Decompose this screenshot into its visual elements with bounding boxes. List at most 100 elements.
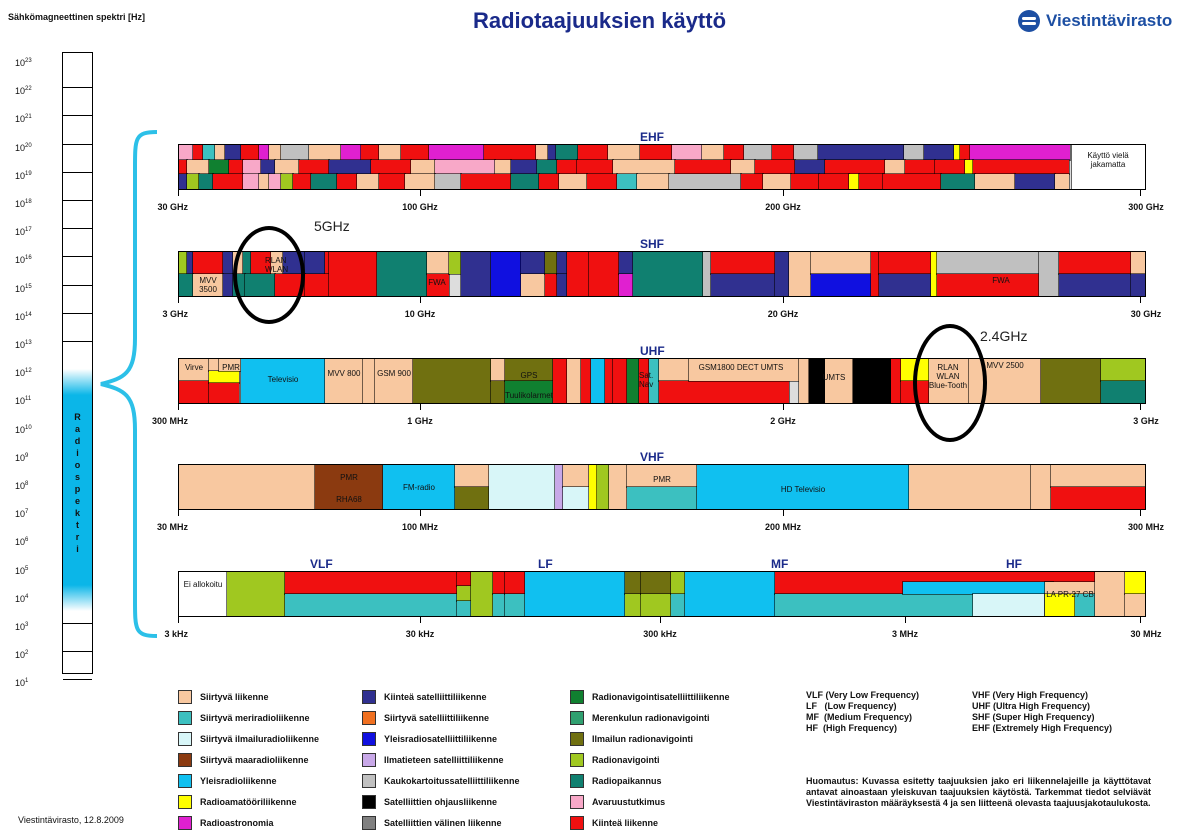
allocation-segment xyxy=(536,159,558,175)
allocation-segment xyxy=(1130,252,1145,275)
allocation-segment xyxy=(212,173,244,189)
column-divider xyxy=(63,341,92,342)
power-label: 1023 xyxy=(15,58,32,68)
allocation-segment xyxy=(492,593,506,616)
power-label: 1022 xyxy=(15,86,32,97)
allocation-segment xyxy=(648,359,660,403)
allocation-segment xyxy=(460,173,512,189)
axis-tick xyxy=(420,404,421,410)
allocation-segment xyxy=(547,145,557,161)
legend-label: Siirtyvä satelliittiliikenne xyxy=(384,713,490,723)
allocation-segment xyxy=(632,252,704,296)
allocation-segment xyxy=(974,173,1016,189)
allocation-segment xyxy=(492,572,506,595)
power-label: 105 xyxy=(15,565,29,576)
legend-label: Satelliittien ohjausliikenne xyxy=(384,797,498,807)
radio-band-letter: i xyxy=(76,544,79,554)
power-label: 103 xyxy=(15,622,29,632)
allocation-segment xyxy=(340,145,362,161)
legend-item: Satelliittien välinen liikenne xyxy=(362,816,502,830)
allocation-segment xyxy=(202,145,216,161)
allocation-label: GPS xyxy=(520,371,538,380)
allocation-segment xyxy=(618,252,634,275)
allocation-segment xyxy=(640,572,672,595)
band-name: MF xyxy=(771,557,789,571)
allocation-segment xyxy=(808,359,826,403)
radio-band-letter: o xyxy=(74,460,81,470)
legend-item: Satelliittien ohjausliikenne xyxy=(362,795,497,809)
axis-tick-label: 30 GHz xyxy=(1130,309,1162,319)
allocation-segment xyxy=(1058,252,1132,275)
logo-text: Viestintävirasto xyxy=(1046,11,1173,30)
power-label: 1013 xyxy=(15,340,32,350)
legend-label: Siirtyvä maaradioliikenne xyxy=(200,755,309,765)
axis-tick xyxy=(178,510,179,516)
allocation-segment xyxy=(552,359,568,403)
allocation-segment xyxy=(1040,359,1102,403)
axis-tick-label: 30 MHz xyxy=(1130,629,1162,639)
allocation-segment xyxy=(412,359,492,403)
axis-tick xyxy=(420,510,421,516)
allocation-segment xyxy=(556,252,568,275)
allocation-segment xyxy=(362,359,376,403)
axis-tick xyxy=(1140,404,1141,410)
allocation-segment xyxy=(258,173,270,189)
axis-tick-label: 3 GHz xyxy=(162,309,188,319)
legend-item: Siirtyvä satelliittiliikenne xyxy=(362,711,489,725)
allocation-segment xyxy=(186,252,194,275)
legend-item: Radiopaikannus xyxy=(570,774,662,788)
allocation-segment xyxy=(360,145,380,161)
band-name: SHF xyxy=(640,237,664,251)
legend-item: Radioastronomia xyxy=(178,816,274,830)
allocation-segment xyxy=(670,572,686,595)
allocation-segment xyxy=(793,145,819,161)
allocation-segment xyxy=(762,173,792,189)
allocation-segment xyxy=(588,465,598,509)
legend-swatch xyxy=(362,690,376,704)
allocation-segment xyxy=(696,465,910,509)
allocation-segment xyxy=(520,273,546,296)
allocation-label: MVV 2500 xyxy=(986,361,1024,370)
allocation-segment xyxy=(378,173,406,189)
allocation-segment xyxy=(242,173,260,189)
allocation-segment xyxy=(702,252,712,296)
allocation-segment xyxy=(1050,486,1145,509)
band-ehf: Käyttö vielä jakamatta xyxy=(178,144,1146,190)
axis-tick-label: 1 GHz xyxy=(407,416,433,426)
axis-tick xyxy=(420,617,421,623)
legend-swatch xyxy=(362,774,376,788)
allocation-segment xyxy=(934,159,966,175)
allocation-segment xyxy=(608,465,628,509)
allocation-segment xyxy=(626,359,640,403)
radio-band-letter: a xyxy=(74,424,80,434)
power-label: 1021 xyxy=(15,114,32,125)
axis-tick xyxy=(1140,297,1141,303)
allocation-segment xyxy=(555,145,579,161)
legend-swatch xyxy=(178,816,192,830)
allocation-segment xyxy=(378,145,402,161)
legend-item: Radionavigointisatelliittiliikenne xyxy=(570,690,730,704)
allocation-segment xyxy=(510,173,540,189)
allocation-segment xyxy=(607,145,641,161)
allocation-segment xyxy=(222,273,234,296)
legend-swatch xyxy=(178,711,192,725)
spectrum-title: Sähkömagneettinen spektri [Hz] xyxy=(8,12,146,22)
allocation-label: LA PR-27 CB xyxy=(1046,590,1094,599)
allocation-segment xyxy=(280,173,294,189)
axis-tick xyxy=(1140,617,1141,623)
allocation-label: PMR xyxy=(340,473,358,482)
allocation-segment xyxy=(959,145,971,161)
allocation-label: Virve xyxy=(184,363,204,372)
allocation-segment xyxy=(969,145,1071,161)
axis-tick-label: 200 MHz xyxy=(764,522,801,532)
legend-item: Siirtyvä ilmailuradioliikenne xyxy=(178,732,319,746)
allocation-segment xyxy=(198,173,214,189)
allocation-segment xyxy=(179,173,188,189)
allocation-segment xyxy=(908,465,1032,509)
allocation-segment xyxy=(179,145,194,161)
legend-swatch xyxy=(570,816,584,830)
allocation-label: Tuulikolarmet xyxy=(505,391,553,400)
legend-item: Avaruustutkimus xyxy=(570,795,665,809)
allocation-segment xyxy=(524,572,626,616)
legend-label: Radiopaikannus xyxy=(592,776,662,786)
